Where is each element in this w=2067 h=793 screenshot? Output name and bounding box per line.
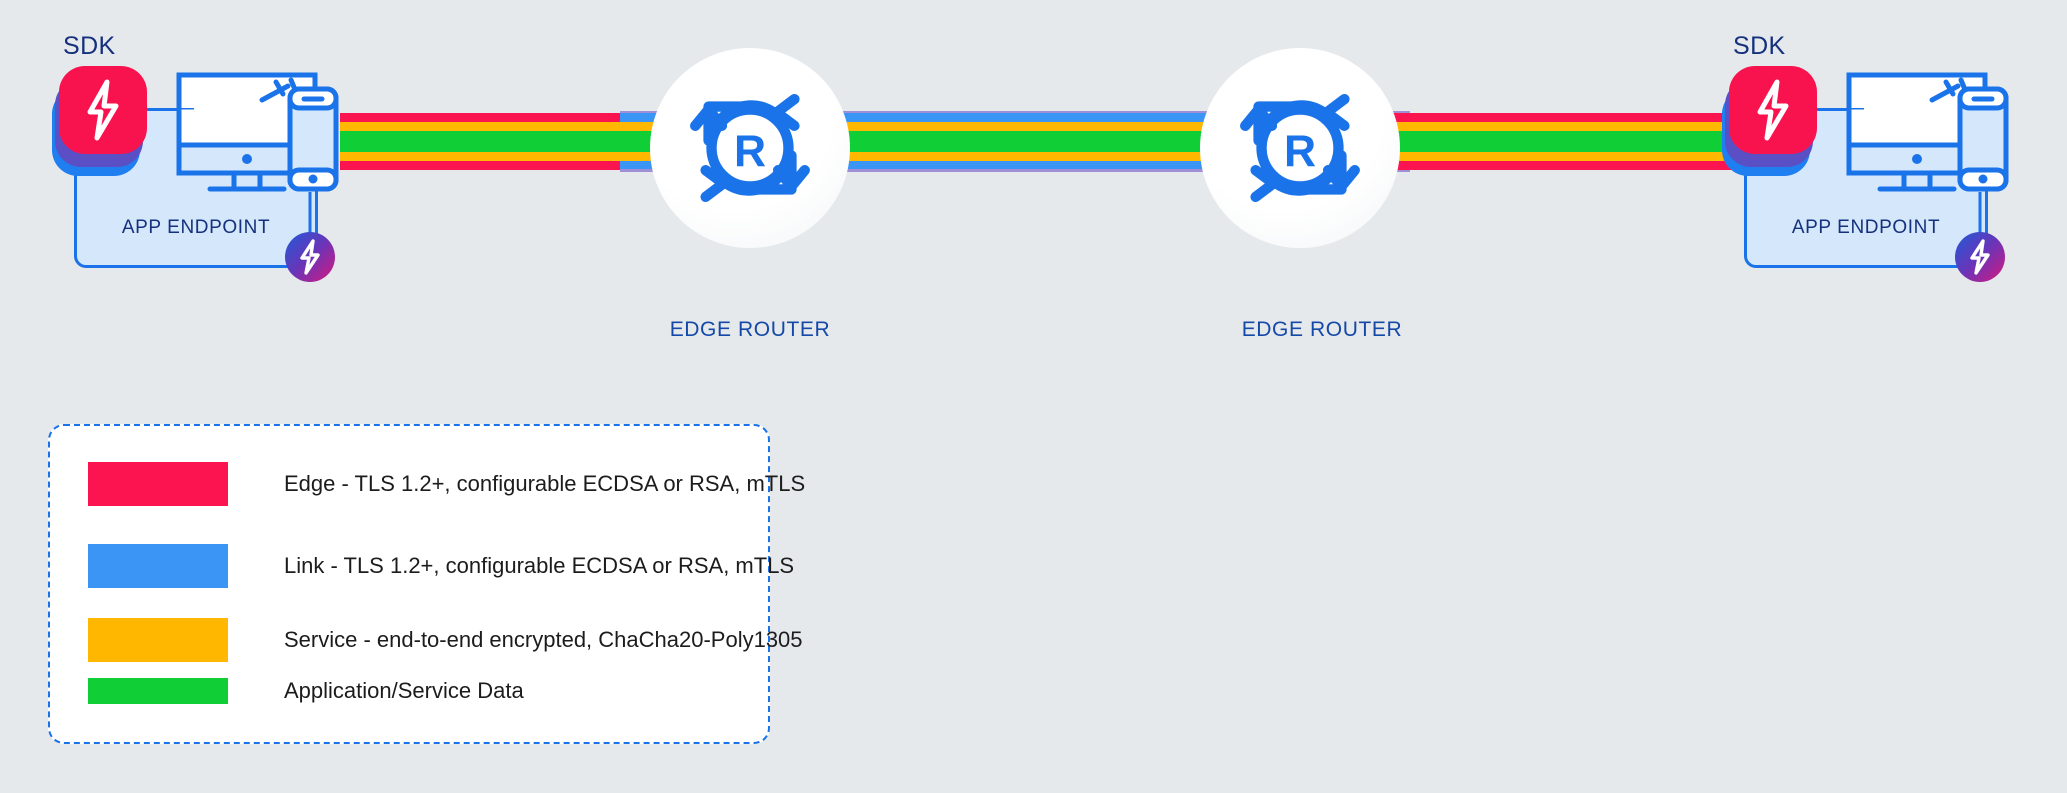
stripe-edge-top	[1300, 113, 1740, 122]
application-swatch	[88, 678, 228, 704]
sdk-label-left: SDK	[63, 32, 116, 60]
endpoint-left-connectors	[74, 108, 312, 234]
legend-label-link: Link - TLS 1.2+, configurable ECDSA or R…	[284, 553, 795, 578]
router-left-label: EDGE ROUTER	[669, 318, 831, 341]
stripe-edge-bot	[340, 161, 760, 170]
bolt-icon	[59, 66, 147, 154]
router-left-circle[interactable]: R	[650, 48, 850, 248]
bolt-icon	[1970, 239, 1990, 275]
stripe-span-right	[1300, 113, 1740, 170]
stripe-service-bot	[620, 152, 1410, 161]
stripe-service-top	[340, 122, 760, 131]
app-endpoint-left-label: APP ENDPOINT	[121, 217, 271, 238]
service-swatch	[88, 618, 228, 662]
mobile-phone-icon	[287, 86, 339, 192]
bolt-icon	[300, 239, 320, 275]
legend-item-link: Link - TLS 1.2+, configurable ECDSA or R…	[50, 544, 794, 588]
stripe-service-top	[620, 122, 1410, 131]
stripe-data	[1300, 131, 1740, 152]
stripe-service-bot	[1300, 152, 1740, 161]
router-right-circle[interactable]: R	[1200, 48, 1400, 248]
sdk-layer-red	[59, 66, 147, 154]
legend-item-service: Service - end-to-end encrypted, ChaCha20…	[50, 618, 803, 662]
sdk-dot-icon[interactable]	[1955, 232, 2005, 282]
router-right-label: EDGE ROUTER	[1241, 318, 1403, 341]
endpoint-right-connectors	[1744, 108, 1982, 234]
stripe-seam-top	[620, 111, 1410, 114]
stripe-service-bot	[340, 152, 760, 161]
edge-router-icon: R	[1240, 93, 1360, 203]
legend-label-edge: Edge - TLS 1.2+, configurable ECDSA or R…	[284, 471, 806, 496]
legend-label-service: Service - end-to-end encrypted, ChaCha20…	[284, 627, 803, 652]
mobile-phone-icon	[1957, 86, 2009, 192]
legend-label-application: Application/Service Data	[284, 678, 524, 703]
stripe-edge-bot	[1300, 161, 1740, 170]
app-endpoint-right-label: APP ENDPOINT	[1791, 217, 1941, 238]
legend-item-application: Application/Service Data	[50, 678, 768, 704]
svg-text:R: R	[1284, 127, 1316, 176]
stripe-link-bot	[620, 161, 1410, 170]
sdk-dot-icon[interactable]	[285, 232, 335, 282]
edge-router-icon: R	[690, 93, 810, 203]
legend-panel: Edge - TLS 1.2+, configurable ECDSA or R…	[48, 424, 805, 744]
legend-item-edge: Edge - TLS 1.2+, configurable ECDSA or R…	[50, 462, 805, 506]
sdk-label-right: SDK	[1733, 32, 1786, 60]
link-swatch	[88, 544, 228, 588]
sdk-stack-icon[interactable]	[1722, 66, 1826, 176]
sdk-stack-icon[interactable]	[52, 66, 156, 176]
sdk-layer-red	[1729, 66, 1817, 154]
stripe-link-top	[620, 113, 1410, 122]
bolt-icon	[1729, 66, 1817, 154]
stripe-seam-bot	[620, 169, 1410, 172]
svg-text:R: R	[734, 127, 766, 176]
stripe-edge-top	[340, 113, 760, 122]
edge-swatch	[88, 462, 228, 506]
stripe-service-top	[1300, 122, 1740, 131]
